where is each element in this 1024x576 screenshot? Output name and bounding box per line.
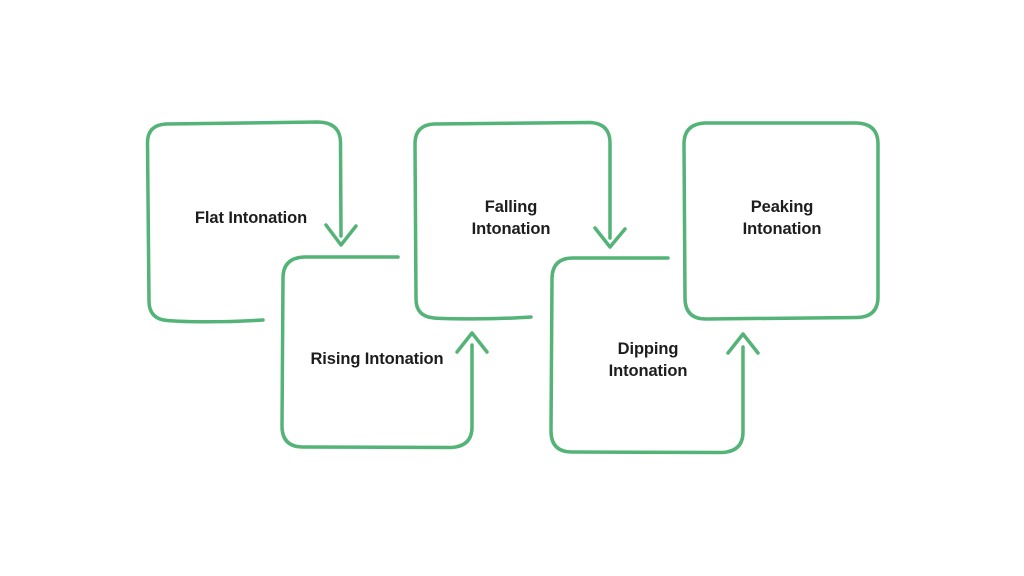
peaking-intonation-box-outline bbox=[682, 121, 880, 321]
rising-intonation-box-outline bbox=[280, 255, 474, 450]
node-peaking-intonation-shape bbox=[682, 121, 880, 321]
up-arrowhead-dipping-to-peaking-icon bbox=[726, 332, 760, 355]
node-label-peaking-intonation: Peaking Intonation bbox=[742, 198, 822, 238]
down-arrowhead-flat-to-rising-icon bbox=[324, 223, 358, 247]
flat-intonation-box-outline bbox=[145, 120, 343, 324]
node-falling-intonation-shape bbox=[413, 120, 627, 321]
node-flat-intonation-shape bbox=[145, 120, 358, 324]
up-arrowhead-rising-to-falling-icon bbox=[455, 331, 489, 354]
falling-intonation-box-outline bbox=[413, 120, 612, 321]
node-rising-intonation-shape bbox=[280, 255, 489, 450]
dipping-intonation-box-outline bbox=[549, 256, 745, 455]
node-label-flat-intonation: Flat Intonation bbox=[194, 209, 308, 227]
node-label-dipping-intonation: Dipping Intonation bbox=[608, 340, 688, 380]
down-arrowhead-falling-to-dipping-icon bbox=[593, 226, 627, 249]
node-dipping-intonation-shape bbox=[549, 256, 760, 455]
node-label-falling-intonation: Falling Intonation bbox=[471, 198, 551, 238]
node-label-rising-intonation: Rising Intonation bbox=[310, 350, 444, 368]
